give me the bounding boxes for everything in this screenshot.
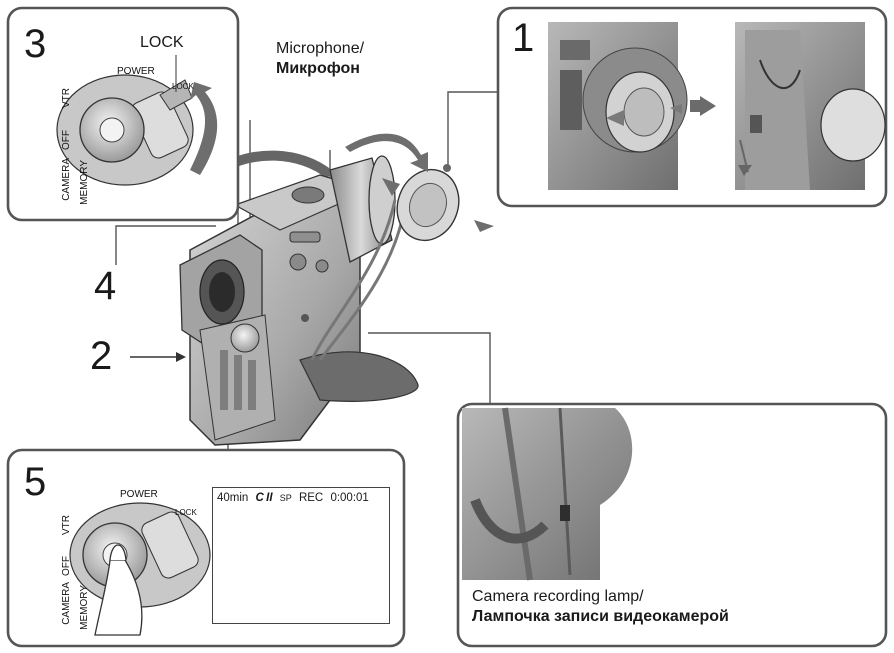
cassette-icon: C II	[255, 492, 273, 504]
microphone-label-ru: Микрофон	[276, 60, 360, 77]
memory-label-5: MEMORY	[79, 585, 90, 630]
lcd-screen: 40min C II SP REC 0:00:01	[212, 487, 390, 624]
step-3-number: 3	[24, 22, 47, 66]
power-label-3: POWER	[117, 66, 155, 77]
attach-cap-arrows	[345, 133, 494, 232]
camcorder-body	[179, 150, 419, 446]
lock-small-5: LOCK	[175, 508, 197, 517]
lens-cap	[310, 164, 460, 361]
power-label-5: POWER	[120, 489, 158, 500]
battery-remaining: 40min	[217, 492, 249, 504]
tape-speed: SP	[279, 493, 292, 503]
memory-label-3: MEMORY	[79, 160, 90, 205]
rec-indicator: REC	[298, 492, 324, 504]
recording-lamp-label-ru: Лампочка записи видеокамерой	[472, 608, 729, 625]
step-2-number: 2	[90, 334, 113, 378]
step-1-number: 1	[512, 16, 535, 60]
recording-lamp-label-en: Camera recording lamp/	[472, 588, 644, 605]
lcd-status-row: 40min C II SP REC 0:00:01	[217, 492, 373, 504]
off-label-5: OFF	[61, 556, 72, 576]
vtr-label-3: VTR	[61, 88, 72, 108]
panel-3	[6, 6, 240, 222]
tape-counter: 0:00:01	[330, 492, 369, 504]
lock-small-3: LOCK	[172, 82, 194, 91]
off-label-3: OFF	[61, 130, 72, 150]
step-4-number: 4	[94, 264, 117, 308]
panel-1	[496, 6, 888, 208]
lock-label: LOCK	[140, 34, 184, 51]
step-2-arrow	[130, 352, 186, 362]
vtr-label-5: VTR	[61, 515, 72, 535]
step-5-number: 5	[24, 460, 47, 504]
microphone-label-en: Microphone/	[276, 40, 365, 57]
camera-label-5: CAMERA	[61, 582, 72, 625]
recording-lamp-panel	[456, 402, 888, 648]
camera-label-3: CAMERA	[61, 158, 72, 201]
